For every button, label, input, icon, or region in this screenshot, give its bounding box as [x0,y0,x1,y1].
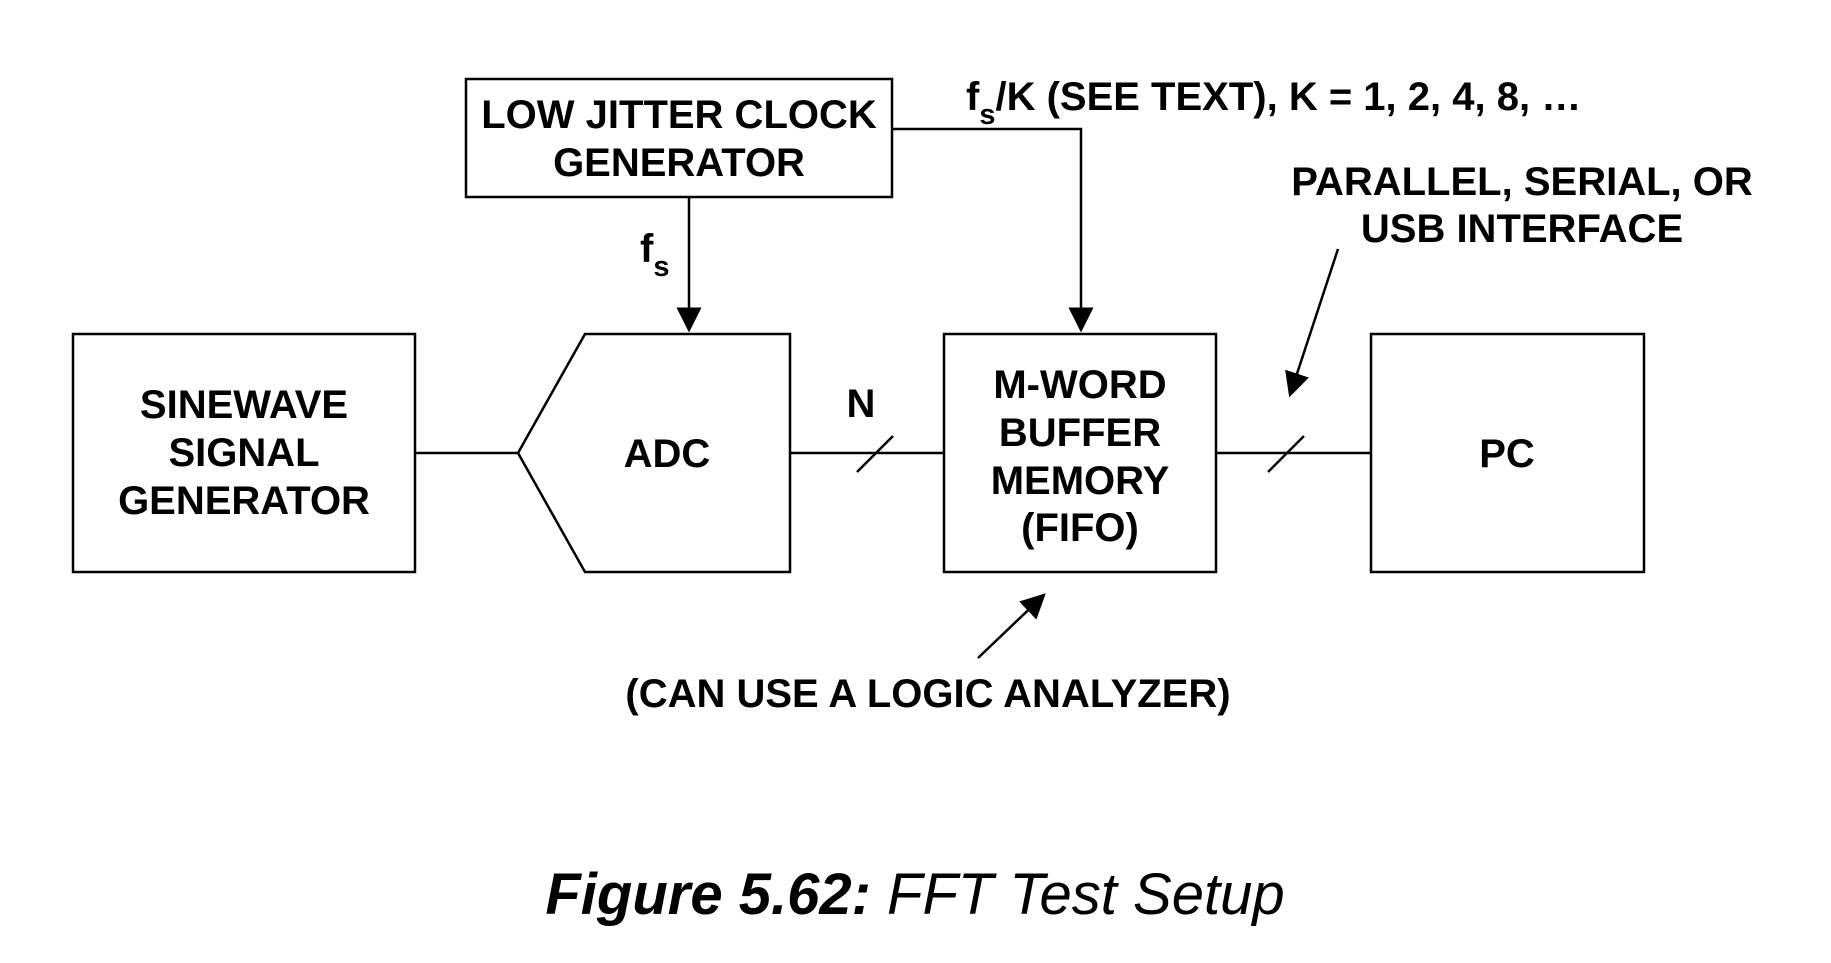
buffer-label-line-3: MEMORY [991,459,1170,503]
sinewave-generator-block: SINEWAVE SIGNAL GENERATOR [71,332,417,574]
adc-bus-width-slash [856,435,894,473]
logic-analyzer-pointer-arrow [977,593,1046,659]
fs-label: fs [640,227,669,283]
buffer-memory-block: M-WORD BUFFER MEMORY (FIFO) [942,332,1218,574]
pc-block: PC [1369,332,1646,574]
sinewave-label-line-3: GENERATOR [118,479,370,523]
fsk-label: fs/K (SEE TEXT), K = 1, 2, 4, 8, … [966,75,1581,131]
figure-title: FFT Test Setup [871,862,1285,927]
interface-annotation-line-1: PARALLEL, SERIAL, OR [1291,160,1753,204]
bus-width-label: N [847,382,876,426]
pc-label: PC [1479,432,1535,476]
clock-generator-label-line-2: GENERATOR [553,141,805,185]
buffer-label-line-2: BUFFER [999,411,1161,455]
figure-caption: Figure 5.62: FFT Test Setup [545,862,1284,927]
sinewave-label-line-1: SINEWAVE [140,383,348,427]
sinewave-label-line-2: SIGNAL [168,431,319,475]
buffer-label-line-4: (FIFO) [1021,506,1139,550]
logic-analyzer-annotation: (CAN USE A LOGIC ANALYZER) [625,672,1230,716]
clock-generator-block: LOW JITTER CLOCK GENERATOR [464,77,894,199]
adc-label: ADC [624,432,711,476]
figure-number: Figure 5.62: [545,862,871,927]
clock-generator-label-line-1: LOW JITTER CLOCK [481,93,877,137]
interface-bus-slash [1267,435,1305,473]
interface-pointer-arrow [1285,248,1340,398]
adc-block: ADC [516,332,792,574]
interface-annotation-line-2: USB INTERFACE [1361,207,1683,251]
buffer-label-line-1: M-WORD [993,363,1166,407]
clock-to-buffer-arrow [892,127,1094,333]
